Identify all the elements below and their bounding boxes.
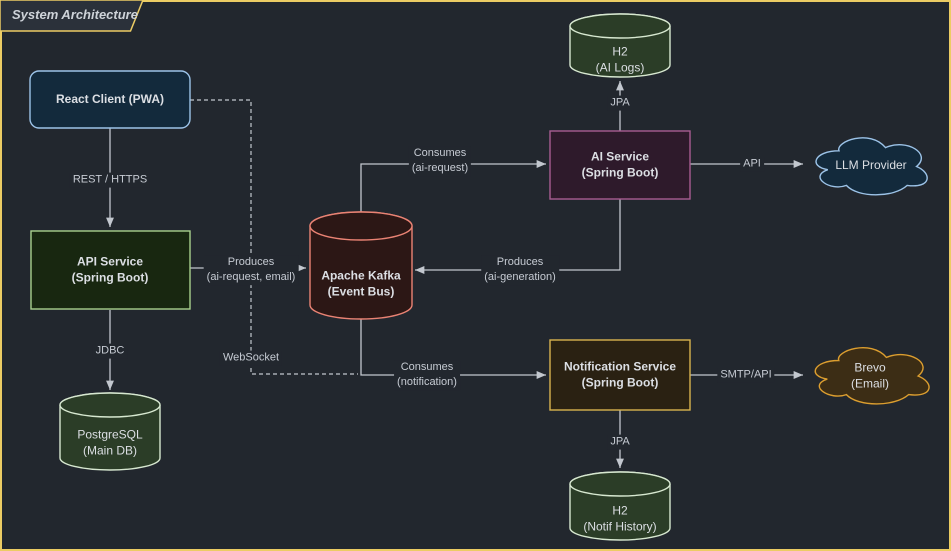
notification-service-label-line1: Notification Service	[563, 359, 677, 374]
brevo-node[interactable]	[814, 347, 930, 405]
postgresql-label-line1: PostgreSQL	[77, 427, 143, 442]
edge-label-produces-ai-request-email: Produces (ai-request, email)	[203, 255, 299, 285]
h2-ai-logs-label-line2: (AI Logs)	[595, 60, 645, 74]
h2-ai-logs-label: H2 (AI Logs)	[596, 44, 645, 75]
postgresql-node[interactable]	[59, 392, 161, 471]
kafka-label-line2: (Event Bus)	[327, 284, 395, 298]
notification-service-label: Notification Service (Spring Boot)	[564, 359, 676, 390]
edge-label-produces-ai-request-email-line1: Produces	[227, 256, 275, 269]
h2-ai-logs-label-line1: H2	[612, 44, 628, 59]
h2-notif-history-label-line2: (Notif History)	[583, 519, 657, 533]
edge-websocket[interactable]	[190, 99, 358, 375]
edge-label-consumes-ai-request-line2: (ai-request)	[411, 162, 469, 174]
edge-label-jpa-ai-logs: JPA	[607, 95, 633, 111]
api-service-label-line1: API Service	[76, 254, 144, 269]
api-service-label-line2: (Spring Boot)	[71, 270, 149, 284]
diagram-title-tab	[0, 0, 144, 32]
diagram-title: System Architecture	[12, 7, 138, 22]
edge-consumes-notification[interactable]	[360, 318, 546, 379]
llm-provider-node[interactable]	[815, 137, 928, 196]
edge-consumes-ai-request[interactable]	[360, 160, 546, 222]
ai-service-label-line1: AI Service	[590, 149, 650, 164]
edge-label-consumes-notification-line1: Consumes	[400, 361, 454, 374]
api-service-label: API Service (Spring Boot)	[72, 254, 149, 285]
edge-label-websocket: WebSocket	[219, 350, 283, 366]
ai-service-label-line2: (Spring Boot)	[581, 165, 659, 179]
h2-notif-history-label-line1: H2	[612, 503, 628, 518]
notification-service-label-line2: (Spring Boot)	[581, 375, 659, 389]
edge-label-smtp-api: SMTP/API	[717, 367, 775, 383]
kafka-label: Apache Kafka (Event Bus)	[321, 268, 400, 299]
brevo-label: Brevo (Email)	[851, 360, 889, 391]
edge-label-rest-https: REST / HTTPS	[69, 172, 151, 188]
h2-notif-history-label: H2 (Notif History)	[583, 503, 656, 534]
edge-label-consumes-notification: Consumes (notification)	[394, 360, 460, 390]
react-client-node[interactable]	[29, 70, 191, 129]
edge-label-produces-ai-generation: Produces (ai-generation)	[481, 255, 559, 285]
postgresql-label-line2: (Main DB)	[82, 443, 137, 457]
react-client-label: React Client (PWA)	[55, 92, 165, 107]
edge-label-api: API	[740, 156, 764, 172]
brevo-label-line2: (Email)	[851, 376, 889, 390]
h2-notif-history-node[interactable]	[569, 471, 671, 541]
h2-ai-logs-node[interactable]	[569, 13, 671, 78]
edge-label-produces-ai-generation-line2: (ai-generation)	[484, 271, 556, 283]
notification-service-node[interactable]	[549, 339, 691, 411]
edge-label-consumes-ai-request-line1: Consumes	[413, 147, 467, 160]
edge-label-consumes-notification-line2: (notification)	[397, 376, 457, 388]
edge-label-jdbc: JDBC	[92, 343, 128, 359]
api-service-node[interactable]	[30, 230, 191, 310]
edge-label-produces-ai-request-email-line2: (ai-request, email)	[206, 271, 296, 283]
kafka-node[interactable]	[309, 211, 413, 320]
ai-service-label: AI Service (Spring Boot)	[582, 149, 659, 180]
edge-label-jpa-notif-history: JPA	[607, 434, 633, 450]
llm-provider-label: LLM Provider	[835, 158, 907, 173]
edge-label-consumes-ai-request: Consumes (ai-request)	[408, 146, 472, 176]
postgresql-label: PostgreSQL (Main DB)	[77, 427, 142, 458]
kafka-label-line1: Apache Kafka	[321, 268, 401, 283]
edge-label-produces-ai-generation-line1: Produces	[496, 256, 544, 269]
ai-service-node[interactable]	[549, 130, 691, 200]
brevo-label-line1: Brevo	[854, 360, 886, 375]
